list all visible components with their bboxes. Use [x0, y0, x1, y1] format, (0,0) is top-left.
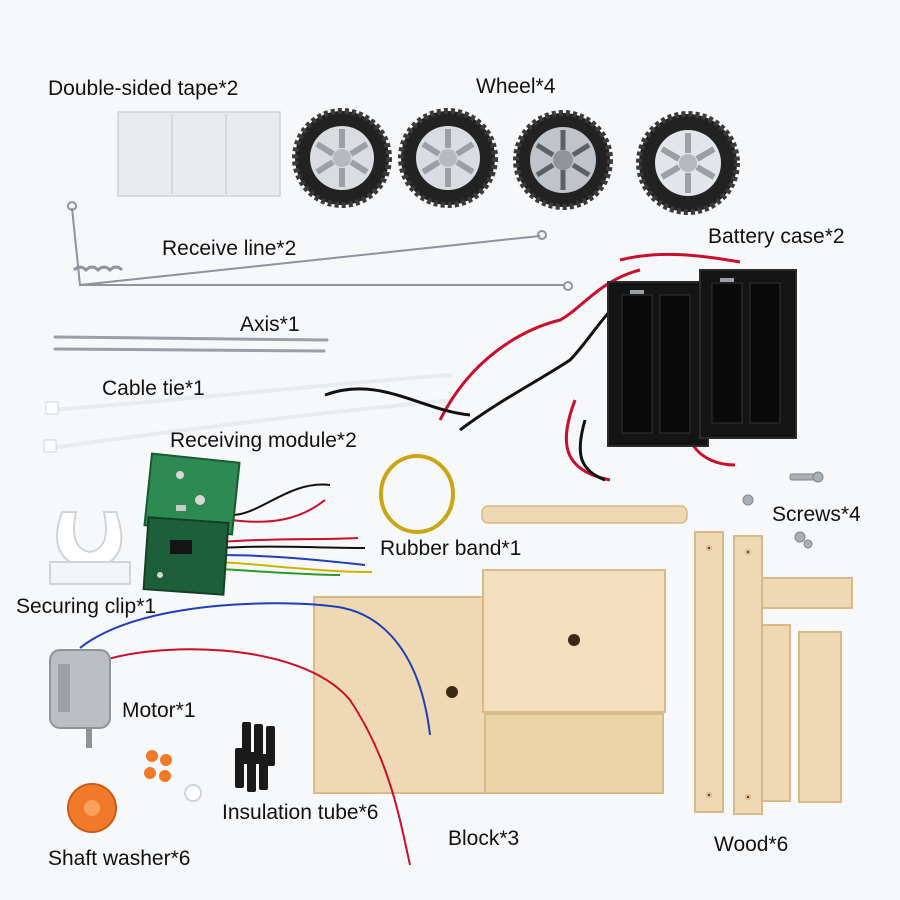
label-double-sided-tape: Double-sided tape*2	[48, 77, 239, 100]
shaft-washer-item	[67, 750, 202, 833]
insulation-tube-item	[235, 722, 275, 792]
securing-clip-item	[49, 511, 131, 585]
rubber-band-item	[379, 454, 455, 534]
label-axis: Axis*1	[240, 313, 300, 336]
label-wheel: Wheel*4	[476, 75, 556, 98]
cable-tie-item	[43, 373, 457, 453]
label-cable-tie: Cable tie*1	[102, 377, 205, 400]
label-wood: Wood*6	[714, 833, 789, 856]
wheel-item	[292, 108, 740, 215]
block-item	[313, 569, 666, 794]
label-block: Block*3	[448, 827, 520, 850]
label-securing-clip: Securing clip*1	[16, 595, 157, 618]
label-receive-line: Receive line*2	[162, 237, 297, 260]
motor-item	[49, 602, 431, 866]
label-shaft-washer: Shaft washer*6	[48, 847, 191, 870]
label-battery-case: Battery case*2	[708, 225, 845, 248]
label-insulation-tube: Insulation tube*6	[222, 801, 379, 824]
double-sided-tape-item	[117, 111, 281, 197]
dowel-item	[481, 505, 688, 524]
label-receiving-module: Receiving module*2	[170, 429, 357, 452]
label-rubber-band: Rubber band*1	[380, 537, 522, 560]
receive-line-item	[67, 201, 573, 291]
axis-item	[53, 335, 329, 353]
label-motor: Motor*1	[122, 699, 196, 722]
label-screws: Screws*4	[772, 503, 861, 526]
battery-case-item	[324, 252, 797, 482]
wood-item	[694, 531, 853, 815]
receiving-module-item	[142, 452, 373, 596]
screws-item	[742, 471, 824, 549]
